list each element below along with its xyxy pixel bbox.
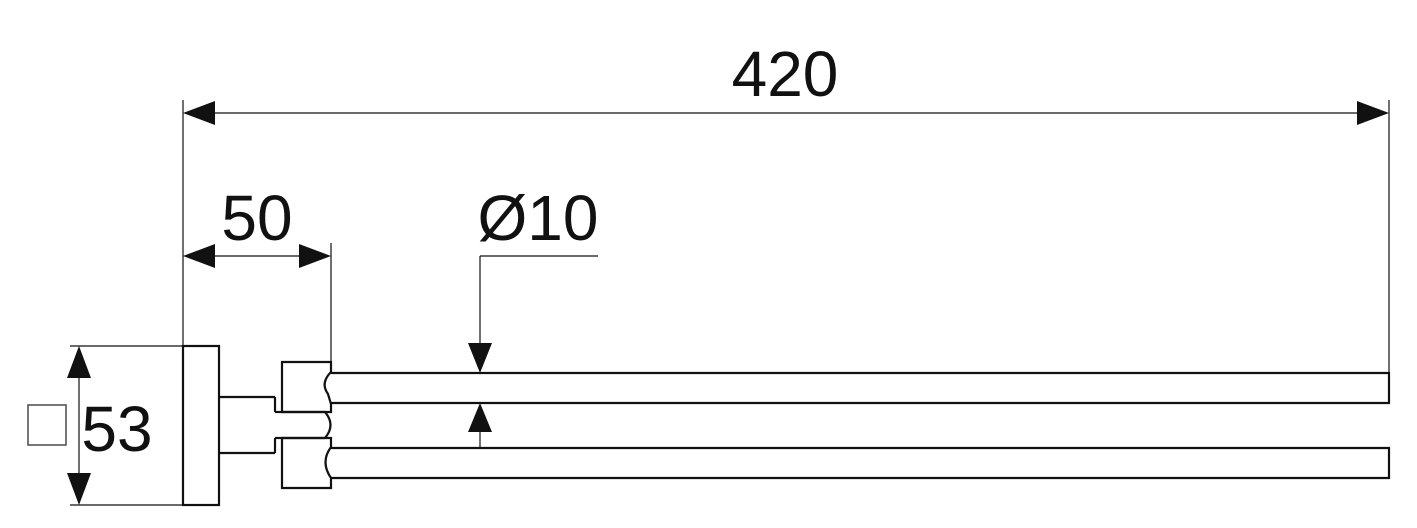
square-section-icon <box>27 404 67 446</box>
arrow-head-up <box>67 346 91 378</box>
arrow-head-right <box>1357 101 1389 125</box>
wall-base-plate <box>181 344 221 507</box>
arrow-head-down <box>468 343 492 373</box>
swivel-hinge-lower <box>280 436 333 490</box>
dimension-label-diameter: Ø10 <box>478 182 599 254</box>
dimension-base-size: 53 <box>27 345 183 506</box>
dimension-label-50: 50 <box>221 182 292 254</box>
arrow-head-left <box>183 101 215 125</box>
dimension-bracket-depth: 50 <box>183 182 332 372</box>
dimension-label-420: 420 <box>732 38 839 110</box>
swivel-hinge-middle <box>282 410 332 440</box>
towel-rod-upper <box>331 371 1391 405</box>
arrow-head-left <box>183 244 215 268</box>
swivel-hinge-upper <box>280 360 333 414</box>
arrow-head-up <box>468 403 492 432</box>
towel-rod-lower <box>331 446 1391 480</box>
dimension-overall-length: 420 <box>182 38 1390 372</box>
arrow-head-right <box>299 244 331 268</box>
arrow-head-down <box>67 473 91 505</box>
dimension-rod-diameter: Ø10 <box>468 182 598 448</box>
connecting-stem <box>219 395 282 455</box>
dimension-label-53: 53 <box>81 393 152 465</box>
